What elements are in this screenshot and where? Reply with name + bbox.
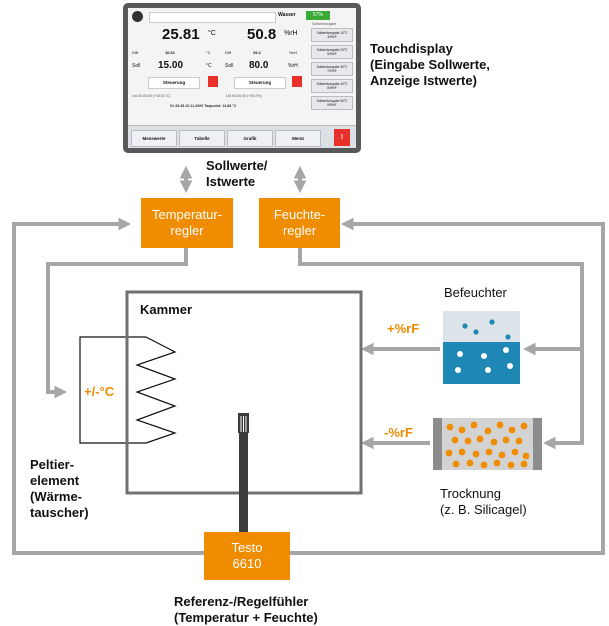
temp-set-label: Soll [132,63,141,69]
minus-rf-label: -%rF [384,425,413,440]
side-buttons: Sollwertvorgabe 10°C 30%rF Sollwertvorga… [311,28,353,110]
temp-diff-value: 10.61 [165,50,176,55]
sollwerte-label: Sollwerte/ Istwerte [206,158,268,189]
tab-menue[interactable]: Menü [275,130,321,147]
side-button-5[interactable]: Sollwertvorgabe 50°C 90%rF [311,96,353,110]
footer-line: 01:33:38 20.11.2009 Taupunkt: 14.88 °C [170,104,237,108]
loop-line-left [12,217,204,555]
humid-unit: %rH [284,30,298,37]
status-label: Wasser [278,12,296,18]
testo-probe-box[interactable]: Testo 6610 [204,532,290,580]
temp-unit: °C [208,30,216,37]
humidifier-label: Befeuchter [444,285,507,300]
temp-ctrl-button[interactable]: Steuerung [148,77,200,89]
touchdisplay-label: Touchdisplay (Eingabe Sollwerte, Anzeige… [370,41,490,88]
humidity-controller[interactable]: Feuchte- regler [259,198,340,248]
temp-set-value[interactable]: 15.00 [158,60,184,71]
status-bar [149,12,276,23]
arrow-to-drying [542,387,584,450]
display-screen: Wasser 57% 25.81 °C Diff 10.61 °C Soll 1… [128,8,356,148]
fuehler-label: Referenz-/Regelfühler (Temperatur + Feuc… [174,594,318,625]
humid-set-unit: %rH [288,63,298,69]
tab-grafik[interactable]: Grafik [227,130,273,147]
temp-diff-label: Diff [132,50,138,55]
temp-value: 25.81 [162,26,200,43]
peltier-coil [135,336,177,444]
plus-minus-c-label: +/-°C [84,384,115,399]
temp-diff-unit: °C [206,50,211,55]
side-button-1[interactable]: Sollwertvorgabe 10°C 30%rF [311,28,353,42]
chamber-label: Kammer [140,302,193,317]
arrow-to-humidifier [522,342,584,387]
humidifier-tank [443,311,520,384]
humid-set-label: Soll [225,63,234,69]
side-button-2[interactable]: Sollwertvorgabe 20°C 50%rF [311,45,353,59]
humid-extra: Lfd 00:00:00 (+29.2%) [226,94,262,98]
temp-alarm-icon[interactable] [208,76,218,87]
power-icon[interactable] [132,11,143,22]
loop-line-right [290,217,605,555]
plus-rf-label: +%rF [387,321,420,336]
stop-button[interactable]: ! [334,129,350,146]
peltier-bracket [79,336,146,444]
line-humid-ctrl [298,248,584,387]
drying-container [433,418,542,470]
humid-alarm-icon[interactable] [292,76,302,87]
side-button-3[interactable]: Sollwertvorgabe 30°C 70%rF [311,62,353,76]
humid-diff-unit: %rH [289,50,297,55]
temperature-controller[interactable]: Temperatur- regler [141,198,233,248]
side-button-4[interactable]: Sollwertvorgabe 40°C 80%rF [311,79,353,93]
side-header: Sollwertvorgabe [312,22,337,26]
humid-ctrl-button[interactable]: Steuerung [234,77,286,89]
arrow-temp-to-peltier [46,248,188,399]
tab-messwerte[interactable]: Messwerte [131,130,177,147]
tab-bar: Messwerte Tabelle Grafik Menü ! [128,125,356,148]
temp-set-unit: °C [206,63,212,69]
humid-diff-label: Diff [225,50,231,55]
humid-diff-value: 29.2 [253,50,261,55]
probe-stem [239,433,248,533]
touch-display[interactable]: Wasser 57% 25.81 °C Diff 10.61 °C Soll 1… [123,3,361,153]
status-value: 57% [306,11,330,20]
temp-extra: Lfd 00:00:00 (+10.61°C) [132,94,171,98]
peltier-label: Peltier- element (Wärme- tauscher) [30,457,89,520]
drying-label: Trocknung (z. B. Silicagel) [440,486,527,517]
humid-value: 50.8 [247,26,277,43]
humid-set-value[interactable]: 80.0 [249,60,269,71]
tab-tabelle[interactable]: Tabelle [179,130,225,147]
